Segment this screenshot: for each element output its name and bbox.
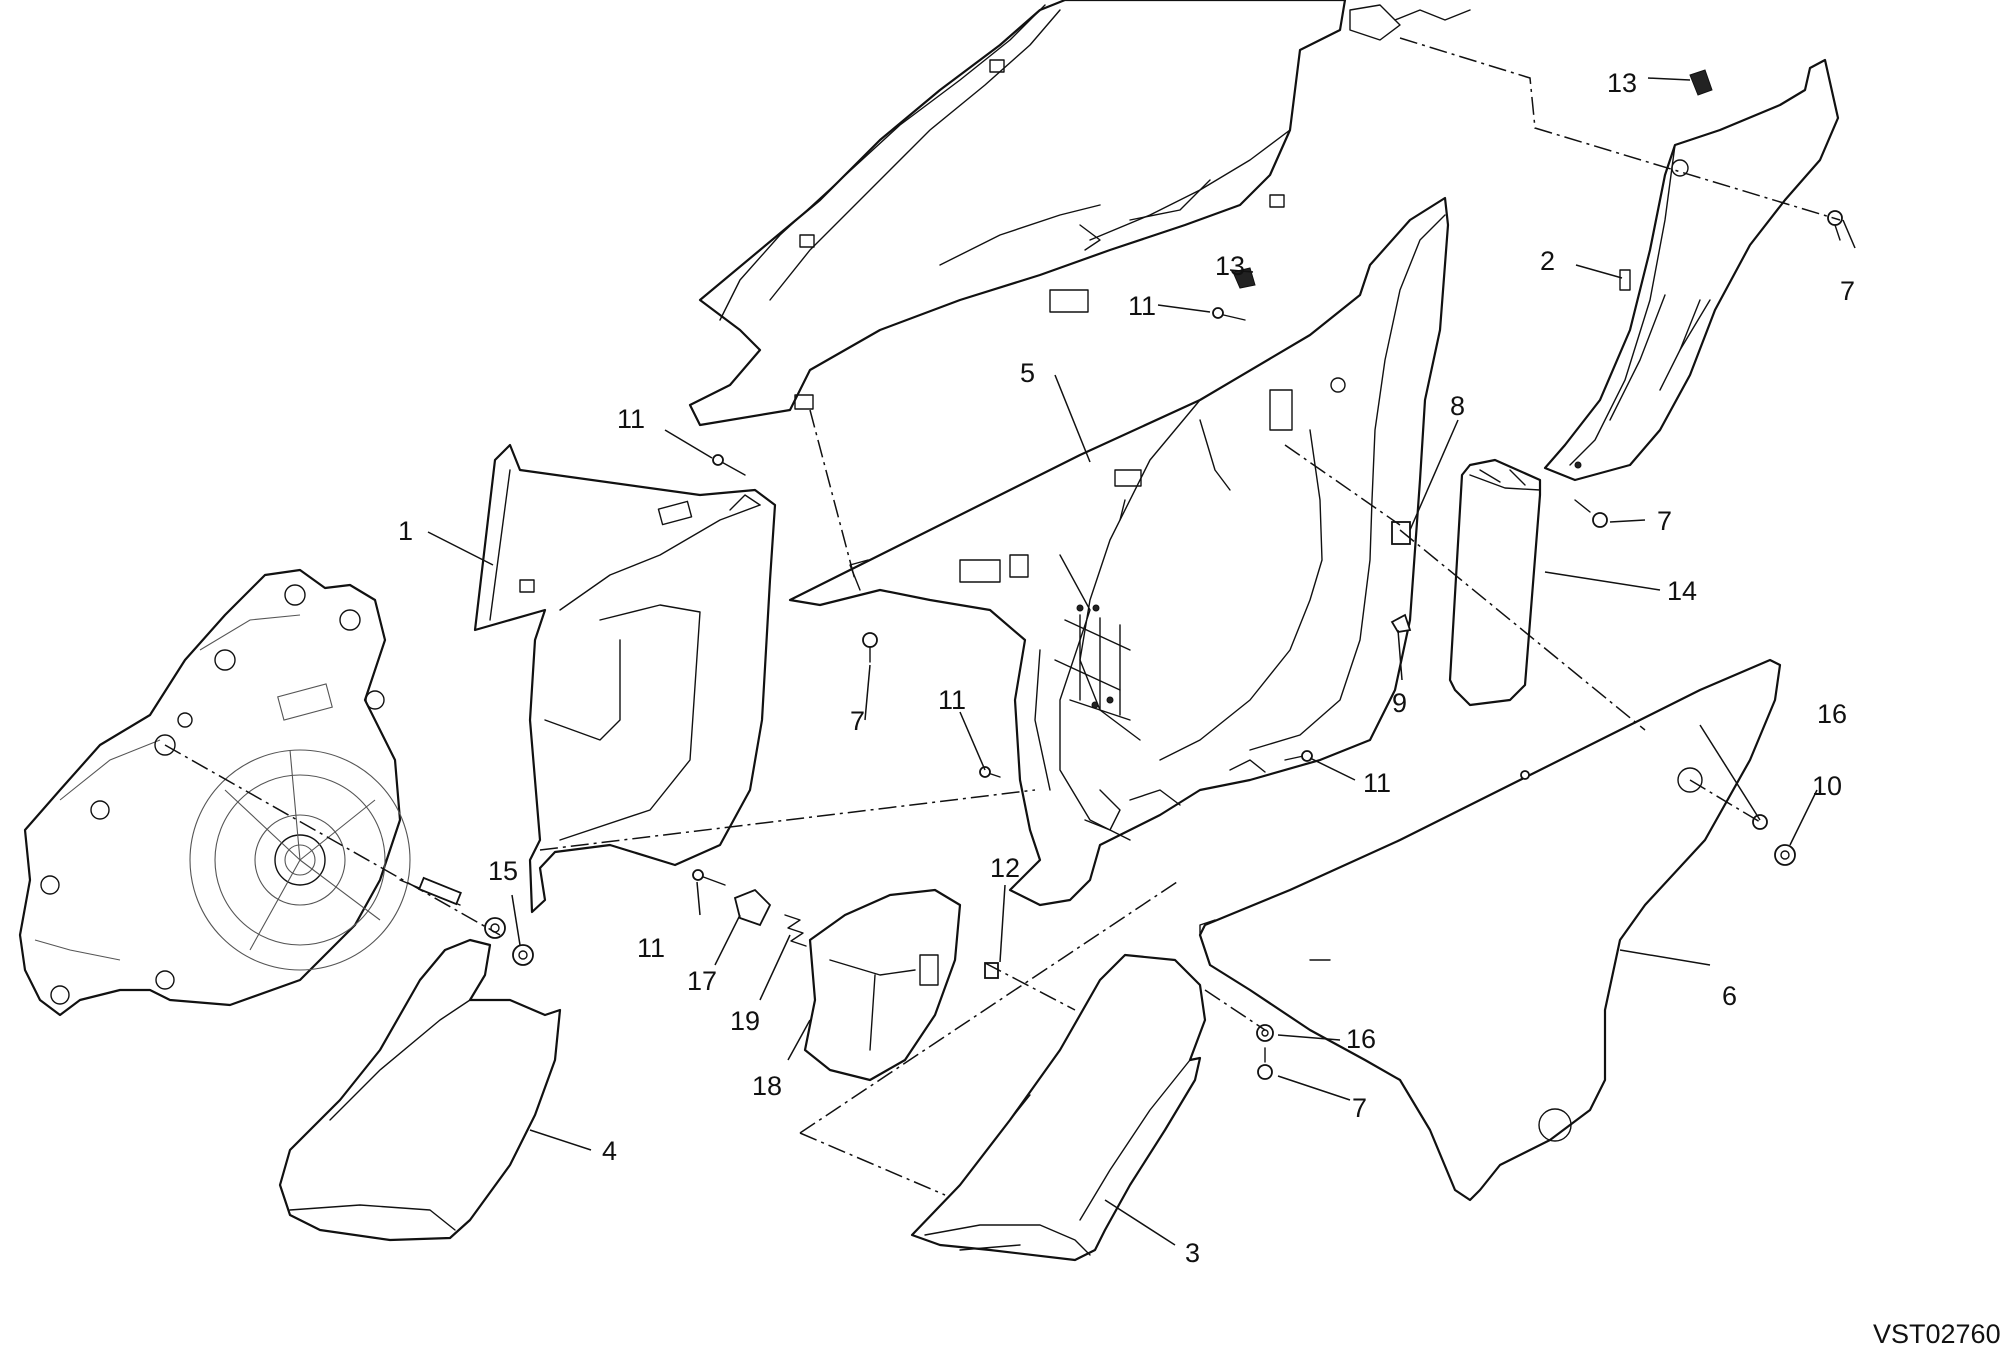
- fastener-7-screw-d: [1257, 1047, 1273, 1080]
- alignment-lines: [164, 37, 1841, 1196]
- callout-16-bottom: 16: [1346, 1024, 1376, 1054]
- part-6-lower-panel: [1198, 658, 1782, 1202]
- callout-1: 1: [398, 516, 413, 546]
- callout-18: 18: [752, 1071, 782, 1101]
- fastener-11-screws: [692, 307, 1313, 886]
- part-19-spring: [784, 914, 807, 947]
- part-18-latch-assembly: [803, 888, 962, 1082]
- engine-stud-bolt: [399, 876, 462, 906]
- drawing-code: VST02760: [1873, 1319, 2001, 1349]
- callout-15: 15: [488, 856, 518, 886]
- part-5-radiator-shroud: [788, 196, 1450, 907]
- callout-labels: 1 2 3 4 5 6 7 7 7 7 8 9 10 11 11 11 11 1…: [398, 68, 1855, 1268]
- callout-7-bottom: 7: [1352, 1093, 1367, 1123]
- fastener-15-nut: [512, 944, 534, 966]
- callout-16-top: 16: [1817, 699, 1847, 729]
- callout-11-top: 11: [1128, 291, 1156, 321]
- callout-7-center: 7: [850, 706, 865, 736]
- callout-17: 17: [687, 966, 717, 996]
- fastener-7-screw-a: [1827, 210, 1843, 241]
- callout-11-right: 11: [1363, 768, 1391, 798]
- part-12-clip: [984, 962, 999, 979]
- engine-cover: [18, 568, 411, 1017]
- part-3-belly-panel: [910, 953, 1207, 1262]
- leader-lines: [427, 77, 1856, 1246]
- fastener-7-screw-b: [1574, 499, 1608, 528]
- callout-7-top-right: 7: [1840, 276, 1855, 306]
- callout-5: 5: [1020, 358, 1035, 388]
- callout-19: 19: [730, 1006, 760, 1036]
- part-4-deflector: [278, 917, 562, 1242]
- part-1-inner-panel: [473, 443, 777, 914]
- fastener-10-16-washers: [1256, 770, 1796, 1042]
- callout-2: 2: [1540, 246, 1555, 276]
- callout-11-center: 11: [938, 685, 966, 715]
- callout-13-top: 13: [1607, 68, 1637, 98]
- callout-8: 8: [1450, 391, 1465, 421]
- upper-fairing-panel: [688, 0, 1471, 427]
- callout-6: 6: [1722, 981, 1737, 1011]
- callout-12: 12: [990, 853, 1020, 883]
- part-14-guard-panel: [1448, 458, 1542, 707]
- fastener-7-screw-c: [862, 632, 878, 663]
- callout-7-mid-right: 7: [1657, 506, 1672, 536]
- callout-13-center: 13: [1215, 251, 1245, 281]
- callout-10: 10: [1812, 771, 1842, 801]
- callout-4: 4: [602, 1136, 617, 1166]
- fastener-13-clips: [1232, 69, 1713, 289]
- callout-11-left: 11: [617, 404, 645, 434]
- fastener-8-9-clips: [1390, 521, 1412, 633]
- part-2-side-trim: [1543, 58, 1840, 482]
- callout-3: 3: [1185, 1238, 1200, 1268]
- part-17-bracket: [733, 888, 772, 927]
- callout-14: 14: [1667, 576, 1697, 606]
- callout-9: 9: [1392, 688, 1407, 718]
- callout-11-lower: 11: [637, 933, 665, 963]
